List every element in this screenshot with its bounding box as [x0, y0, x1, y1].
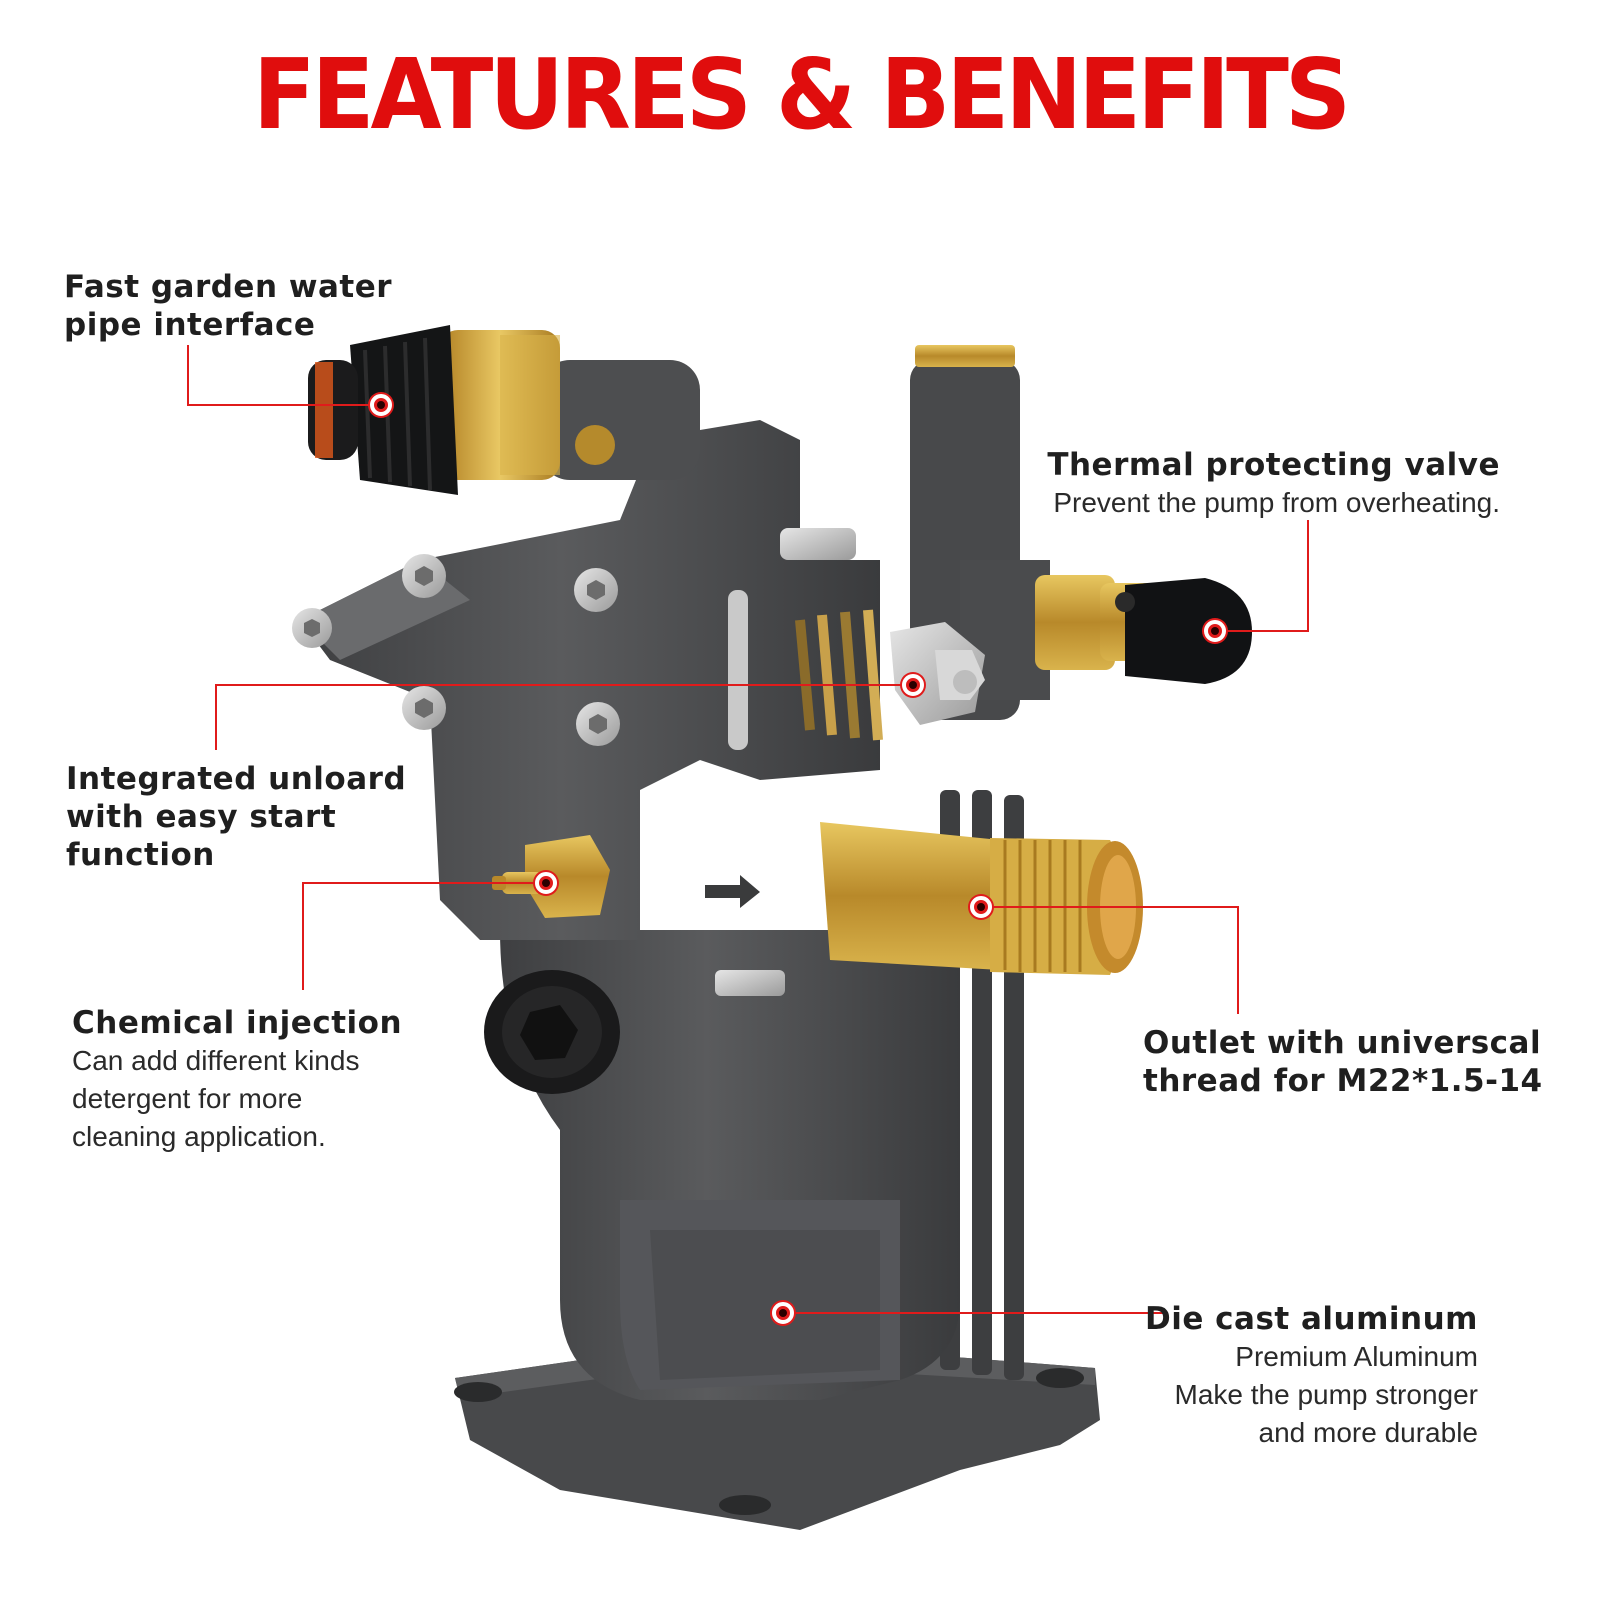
callout-line	[302, 882, 547, 884]
callout-line	[1214, 630, 1309, 632]
feature-die-cast-aluminum: Die cast aluminum Premium Aluminum Make …	[1145, 1300, 1478, 1452]
feature-chemical-injection: Chemical injection Can add different kin…	[72, 1004, 402, 1156]
callout-dot-unloader	[902, 674, 924, 696]
callout-line	[1307, 520, 1309, 632]
callout-dot-thermal-valve	[1204, 620, 1226, 642]
feature-heading: Integrated unloard	[66, 761, 407, 797]
feature-description: and more durable	[1258, 1417, 1478, 1448]
feature-description: Can add different kinds	[72, 1045, 360, 1076]
callout-line	[187, 345, 189, 405]
feature-description: Prevent the pump from overheating.	[1053, 487, 1500, 518]
callout-line	[783, 1312, 1168, 1314]
feature-description: Premium Aluminum	[1235, 1341, 1478, 1372]
callout-line	[302, 882, 304, 990]
feature-heading: with easy start	[66, 799, 337, 835]
callout-line	[1237, 906, 1239, 1014]
callout-dot-outlet	[970, 896, 992, 918]
callout-dot-garden-pipe	[370, 394, 392, 416]
feature-description: Make the pump stronger	[1174, 1379, 1479, 1410]
callout-line	[215, 684, 915, 686]
page-title: FEATURES & BENEFITS	[252, 38, 1351, 152]
feature-heading: Chemical injection	[72, 1005, 403, 1041]
feature-description: detergent for more	[72, 1083, 303, 1114]
feature-heading: Fast garden water	[64, 269, 393, 305]
feature-heading: thread for M22*1.5-14	[1143, 1063, 1543, 1099]
feature-heading: Thermal protecting valve	[1047, 447, 1500, 483]
feature-heading: Die cast aluminum	[1144, 1301, 1478, 1337]
callout-dot-chemical	[535, 872, 557, 894]
feature-thermal-valve: Thermal protecting valve Prevent the pum…	[1047, 446, 1500, 522]
feature-garden-pipe: Fast garden water pipe interface	[64, 268, 392, 344]
callout-line	[215, 684, 217, 750]
callout-line	[980, 906, 1238, 908]
feature-unloader: Integrated unloard with easy start funct…	[66, 760, 406, 874]
callout-line	[187, 404, 382, 406]
feature-heading: pipe interface	[64, 307, 316, 343]
callout-dot-aluminum	[772, 1302, 794, 1324]
feature-outlet: Outlet with universcal thread for M22*1.…	[1143, 1024, 1543, 1100]
feature-description: cleaning application.	[72, 1121, 326, 1152]
feature-heading: Outlet with universcal	[1143, 1025, 1542, 1061]
feature-heading: function	[66, 837, 215, 873]
